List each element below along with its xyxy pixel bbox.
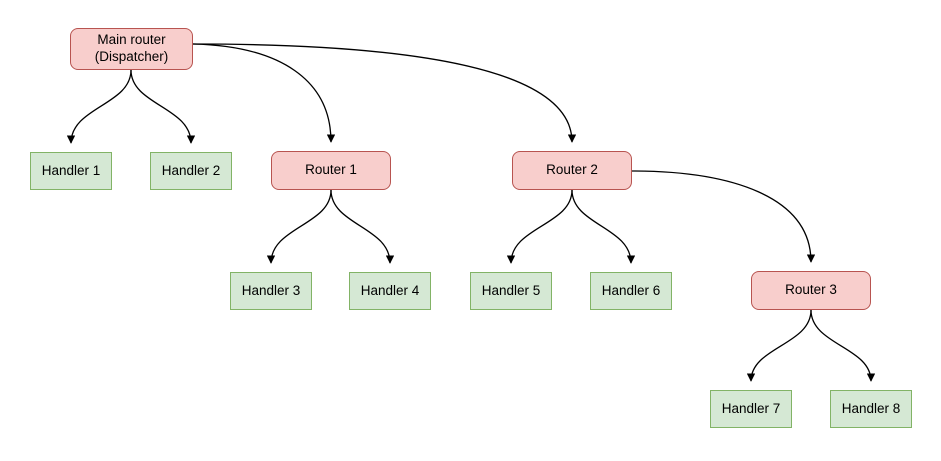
node-handler-3[interactable]: Handler 3: [230, 272, 312, 310]
node-handler-4-label: Handler 4: [360, 282, 420, 298]
edge-router-1-to-handler-3: [266, 189, 332, 264]
node-handler-4[interactable]: Handler 4: [349, 272, 431, 310]
node-router-3[interactable]: Router 3: [751, 271, 871, 310]
node-handler-6-label: Handler 6: [601, 282, 661, 298]
edge-router-2-to-handler-6: [571, 189, 636, 264]
node-handler-8-label: Handler 8: [841, 400, 901, 416]
node-main-router-label: Main router (Dispatcher): [94, 32, 169, 64]
node-router-3-label: Router 3: [785, 282, 837, 298]
node-handler-2[interactable]: Handler 2: [150, 152, 232, 190]
node-handler-5[interactable]: Handler 5: [470, 272, 552, 310]
edge-router-2-to-router-3: [631, 170, 816, 263]
node-handler-3-label: Handler 3: [241, 282, 301, 298]
node-handler-1-label: Handler 1: [41, 162, 101, 178]
edge-router-3-to-handler-7: [746, 309, 812, 382]
node-main-router[interactable]: Main router (Dispatcher): [70, 28, 193, 70]
edge-main-to-router-1: [192, 43, 336, 143]
edge-main-to-handler-2: [130, 69, 196, 144]
node-handler-7-label: Handler 7: [721, 400, 781, 416]
node-handler-2-label: Handler 2: [161, 162, 221, 178]
node-router-2-label: Router 2: [546, 162, 598, 178]
node-router-2[interactable]: Router 2: [512, 151, 632, 190]
edge-router-2-to-handler-5: [506, 189, 573, 264]
node-router-1[interactable]: Router 1: [271, 151, 391, 190]
node-router-1-label: Router 1: [305, 162, 357, 178]
node-handler-6[interactable]: Handler 6: [590, 272, 672, 310]
node-handler-5-label: Handler 5: [481, 282, 541, 298]
node-handler-7[interactable]: Handler 7: [710, 390, 792, 428]
node-handler-1[interactable]: Handler 1: [30, 152, 112, 190]
edge-main-to-router-2: [192, 43, 577, 143]
edge-router-3-to-handler-8: [810, 309, 876, 382]
edge-router-1-to-handler-4: [330, 189, 395, 264]
node-handler-8[interactable]: Handler 8: [830, 390, 912, 428]
edge-main-to-handler-1: [66, 69, 132, 144]
